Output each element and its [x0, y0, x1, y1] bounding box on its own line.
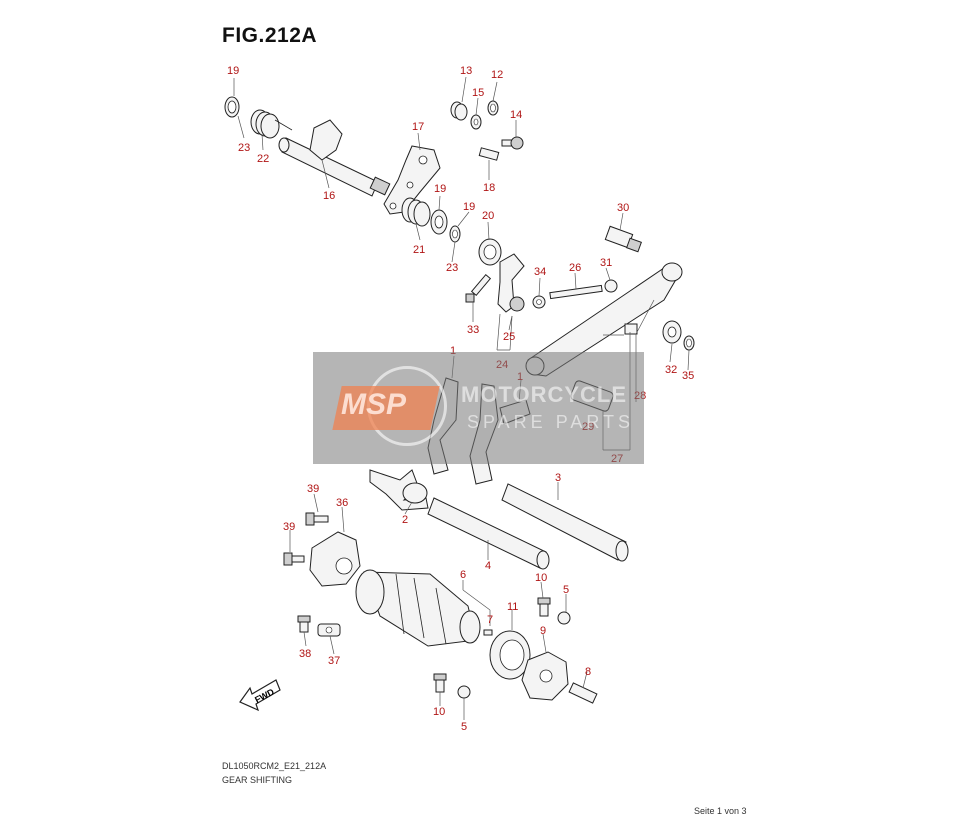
circlip-part-35[interactable] — [683, 335, 695, 351]
watermark-line2: SPARE PARTS — [467, 412, 635, 432]
watermark-banner: MSP MOTORCYCLE SPARE PARTS — [313, 352, 644, 464]
spring-part-21[interactable] — [401, 197, 431, 227]
callout-22: 22 — [257, 153, 269, 165]
callout-8: 8 — [585, 666, 591, 678]
callout-33: 33 — [467, 324, 479, 336]
bolt-part-8[interactable] — [568, 682, 598, 704]
callout-26: 26 — [569, 262, 581, 274]
pin-part-7[interactable] — [483, 629, 493, 636]
shift-arm-part-17[interactable] — [383, 145, 441, 215]
circlip-part-12[interactable] — [487, 100, 499, 116]
callout-7: 7 — [487, 614, 493, 626]
callout-10: 10 — [535, 572, 547, 584]
callout-19: 19 — [434, 183, 446, 195]
callout-14: 14 — [510, 109, 522, 121]
callout-5: 5 — [563, 584, 569, 596]
spring-part-22[interactable] — [250, 109, 293, 139]
callout-19: 19 — [227, 65, 239, 77]
bolt-part-30[interactable] — [604, 225, 642, 253]
washer-part-15[interactable] — [470, 114, 482, 130]
callout-16: 16 — [323, 190, 335, 202]
bolt-part-10b[interactable] — [433, 673, 447, 693]
callout-23: 23 — [238, 142, 250, 154]
callout-34: 34 — [534, 266, 546, 278]
callout-13: 13 — [460, 65, 472, 77]
callout-38: 38 — [299, 648, 311, 660]
callout-9: 9 — [540, 625, 546, 637]
callout-39: 39 — [283, 521, 295, 533]
callout-31: 31 — [600, 257, 612, 269]
clamp-part-25[interactable] — [497, 253, 525, 313]
callout-30: 30 — [617, 202, 629, 214]
callout-19: 19 — [463, 201, 475, 213]
callout-3: 3 — [555, 472, 561, 484]
washer-part-32[interactable] — [662, 320, 682, 344]
callout-2: 2 — [402, 514, 408, 526]
callout-5: 5 — [461, 721, 467, 733]
callout-32: 32 — [665, 364, 677, 376]
tie-rod-part-26[interactable] — [549, 284, 603, 300]
callout-36: 36 — [336, 497, 348, 509]
callout-17: 17 — [412, 121, 424, 133]
bearing-part-11[interactable] — [489, 630, 531, 680]
page-number: Seite 1 von 3 — [694, 806, 747, 816]
callout-23: 23 — [446, 262, 458, 274]
circlip-part-19[interactable] — [224, 96, 240, 118]
bolt-part-10a[interactable] — [537, 597, 551, 617]
watermark-logo-text: MSP — [341, 388, 407, 421]
callout-1: 1 — [450, 345, 456, 357]
bush-part-27[interactable] — [624, 323, 638, 335]
cam-stopper-plate-part-36[interactable] — [309, 531, 361, 587]
callout-12: 12 — [491, 69, 503, 81]
shift-fork-part-2[interactable] — [369, 469, 429, 511]
washer-part-5a[interactable] — [557, 611, 571, 625]
washer-plate-part-37[interactable] — [317, 623, 341, 637]
circlip-part-23b[interactable] — [449, 225, 461, 243]
shift-shaft-part-16[interactable] — [278, 119, 391, 197]
fork-shaft-part-4[interactable] — [427, 497, 550, 570]
callout-21: 21 — [413, 244, 425, 256]
callout-20: 20 — [482, 210, 494, 222]
callout-35: 35 — [682, 370, 694, 382]
callout-18: 18 — [483, 182, 495, 194]
fork-shaft-part-3[interactable] — [501, 483, 629, 562]
stud-part-18[interactable] — [478, 147, 500, 161]
figure-code: DL1050RCM2_E21_212A — [222, 761, 327, 771]
nut-part-34[interactable] — [532, 295, 546, 309]
bolt-part-39b[interactable] — [283, 552, 305, 566]
callout-15: 15 — [472, 87, 484, 99]
bolt-part-14[interactable] — [501, 136, 524, 150]
bolt-part-33[interactable] — [465, 273, 492, 303]
washer-part-5b[interactable] — [457, 685, 471, 699]
figure-caption: GEAR SHIFTING — [222, 775, 293, 785]
oil-seal-part-20[interactable] — [478, 238, 502, 266]
cam-plate-part-9[interactable] — [521, 651, 569, 701]
figure-title: FIG.212A — [222, 24, 318, 47]
nut-part-31[interactable] — [604, 279, 618, 293]
callout-25: 25 — [503, 331, 515, 343]
fwd-arrow-icon: FWD — [239, 679, 281, 712]
callout-37: 37 — [328, 655, 340, 667]
callout-11: 11 — [507, 601, 518, 613]
callout-10: 10 — [433, 706, 445, 718]
bolt-part-38[interactable] — [297, 615, 311, 633]
callout-4: 4 — [485, 560, 491, 572]
callout-6: 6 — [460, 569, 466, 581]
callout-39: 39 — [307, 483, 319, 495]
spring-part-13[interactable] — [450, 101, 468, 121]
bolt-part-39a[interactable] — [305, 512, 329, 526]
watermark-line1: MOTORCYCLE — [461, 382, 628, 407]
gearshift-cam-part-6[interactable] — [355, 569, 481, 647]
washer-part-19b[interactable] — [430, 209, 448, 235]
